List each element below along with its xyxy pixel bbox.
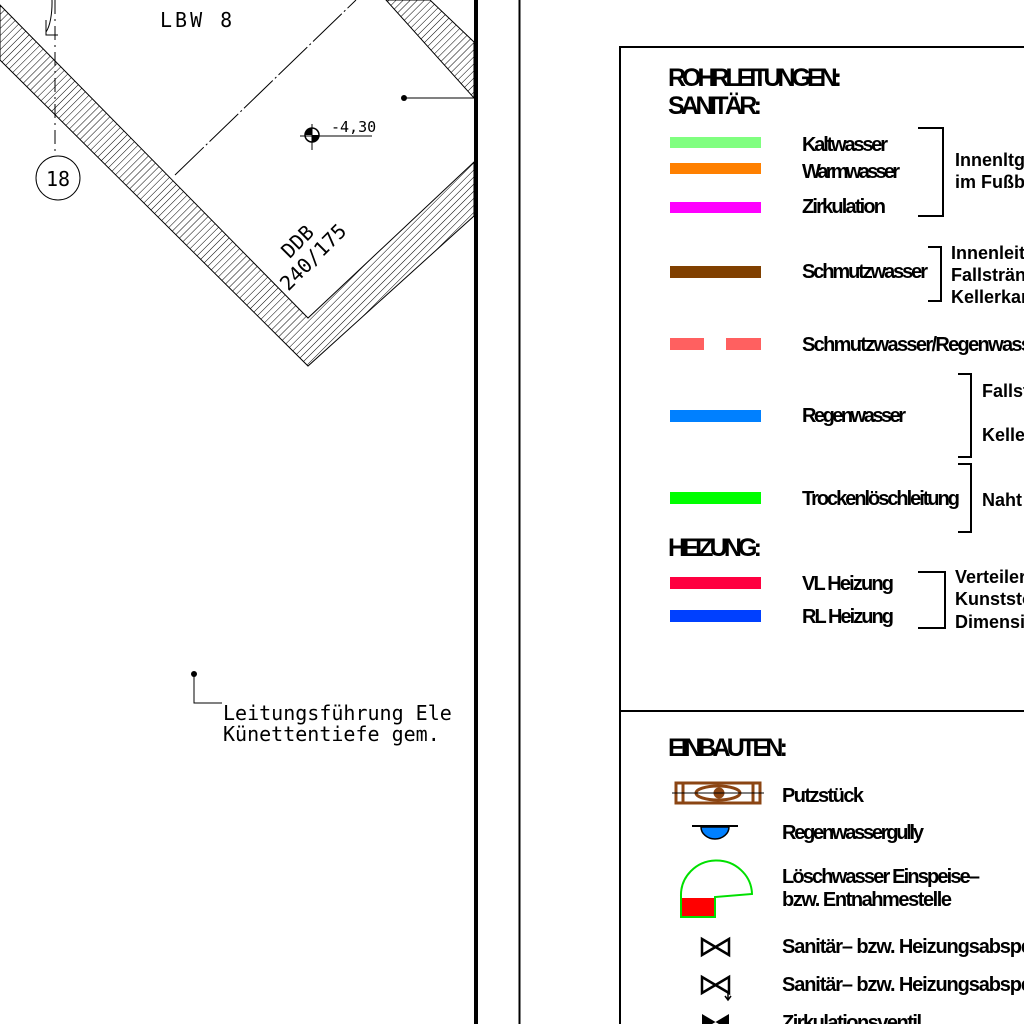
label-shutoff-valve: Sanitär– bzw. Heizungsabspe: [782, 936, 1024, 958]
swatch-zirkulation: [670, 202, 761, 213]
swatch-schmutzwasser: [670, 266, 761, 278]
label-schmutzwasser: Schmutzwasser: [802, 261, 928, 283]
swatch-vl-heizung: [670, 577, 761, 589]
label-trockenloeschleitung: Trockenlöschleitung: [802, 488, 960, 510]
shutoff-valve-drain-icon: [700, 974, 732, 1002]
fire-water-inlet-icon: [679, 859, 754, 918]
bracket: [918, 127, 944, 217]
label-zirkulation: Zirkulation: [802, 196, 886, 218]
swatch-schmutz-regen-2: [726, 338, 761, 350]
label-regenwasser: Regenwasser: [802, 405, 906, 427]
room-divider-line: [174, 0, 357, 176]
legend-title-sanitary: SANITÄR:: [668, 92, 762, 120]
swatch-rl-heizung: [670, 610, 761, 622]
room-label: LBW 8: [160, 8, 235, 32]
note-line-2: Künettentiefe gem.: [223, 722, 440, 746]
swatch-kaltwasser: [670, 137, 761, 148]
note-regen-1: Fallst: [982, 381, 1024, 401]
note-trocken-1: Naht: [982, 490, 1022, 510]
note-schmutz-3: Kellerkan: [951, 287, 1024, 307]
swatch-regenwasser: [670, 410, 761, 422]
note-regen-2: Keller: [982, 425, 1024, 445]
note-innen-1: Innenltg.: [955, 150, 1024, 170]
bracket: [928, 246, 942, 302]
note-heiz-1: Verteiler: [955, 567, 1024, 587]
label-rl-heizung: RL Heizung: [802, 606, 894, 628]
note-innen-2: im Fußb: [955, 172, 1024, 192]
axis-number: 18: [46, 167, 70, 191]
label-zirkulationsventil: Zirkulationsventil: [782, 1012, 922, 1024]
bracket: [918, 571, 946, 629]
shutoff-valve-icon: [700, 936, 731, 958]
elevation-value: -4,30: [331, 118, 376, 136]
swatch-schmutz-regen-1: [670, 338, 704, 350]
door-arc: [45, 0, 53, 33]
label-regenwassergully: Regenwassergully: [782, 822, 925, 844]
circulation-valve-icon: [702, 1014, 729, 1024]
legend-box: [619, 46, 1024, 1024]
cleanout-icon: [672, 781, 764, 805]
legend-title-pipes: ROHRLEITUNGEN:: [668, 64, 842, 92]
sheet-border: [474, 0, 478, 1024]
legend-title-fixtures: EINBAUTEN:: [668, 734, 788, 762]
swatch-warmwasser: [670, 163, 761, 174]
gully-icon: [692, 825, 738, 840]
elevation-marker-icon: [300, 124, 372, 150]
label-warmwasser: Warmwasser: [802, 161, 900, 183]
label-kaltwasser: Kaltwasser: [802, 134, 888, 156]
note-schmutz-1: Innenleitu: [951, 243, 1024, 263]
wall-hatch-top-right: [385, 0, 475, 100]
floor-plan: 18 LBW 8 -4,30 DDB 240/175 Leitungsführu…: [0, 0, 475, 746]
label-loeschwasser-2: bzw. Entnahmestelle: [782, 889, 952, 911]
label-vl-heizung: VL Heizung: [802, 573, 894, 595]
note-heiz-3: Dimensio: [955, 612, 1024, 632]
legend-title-heating: HEIZUNG:: [668, 534, 762, 562]
bracket: [958, 463, 972, 533]
swatch-trockenloeschleitung: [670, 492, 761, 504]
note-leader-line: [193, 674, 222, 704]
label-loeschwasser-1: Löschwasser Einspeise–: [782, 866, 980, 888]
label-schmutz-regen: Schmutzwasser/Regenwass: [802, 334, 1024, 356]
label-shutoff-valve-drain: Sanitär– bzw. Heizungsabspe: [782, 974, 1024, 996]
note-line-1: Leitungsführung Ele: [223, 701, 452, 725]
label-putzstueck: Putzstück: [782, 785, 865, 807]
axis-marker: [45, 20, 58, 36]
wall-hatch-left: [0, 4, 475, 367]
legend: ROHRLEITUNGEN: SANITÄR: Kaltwasser Warmw…: [668, 64, 1024, 1024]
bracket: [958, 373, 972, 458]
note-schmutz-2: Fallsträn: [951, 265, 1024, 285]
axis-circle: [35, 155, 81, 201]
note-heiz-2: Kunststo: [955, 589, 1024, 609]
